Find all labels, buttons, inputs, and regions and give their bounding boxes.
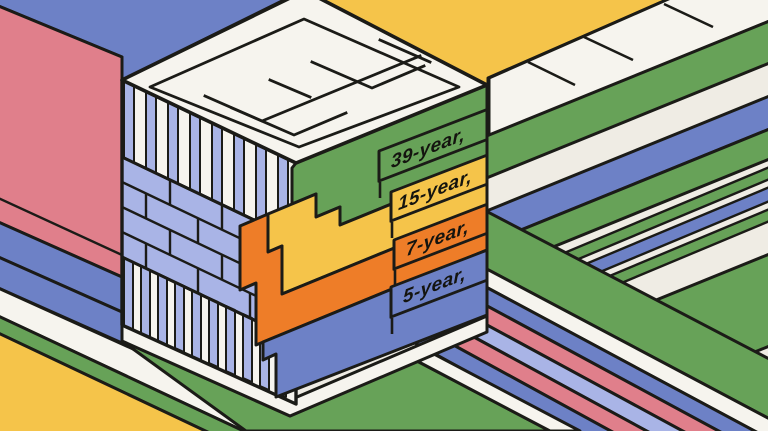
building: 39-year, 15-year, 7-year, 5-year, [120, 0, 489, 406]
lane-line [663, 2, 714, 29]
roof [120, 0, 489, 165]
lane-line [583, 35, 634, 62]
label-7-year: 7-year, [392, 202, 489, 271]
roof-floor-plan [148, 17, 461, 149]
striped-road-bottom-right [413, 172, 768, 431]
lane-line [527, 60, 576, 87]
pink-road-lane-line [0, 197, 123, 257]
green-verge-left [0, 315, 248, 431]
yellow-field-bottom-left [0, 332, 209, 431]
label-39-year: 39-year, [377, 107, 489, 183]
